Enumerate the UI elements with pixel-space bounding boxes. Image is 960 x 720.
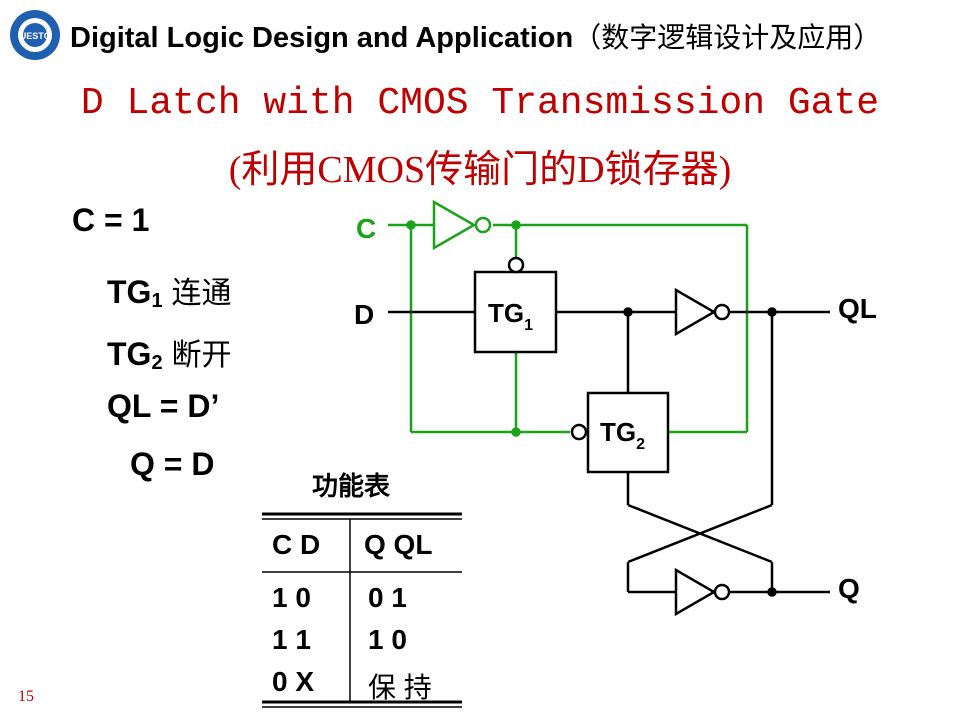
- label-ql: QL: [838, 293, 877, 324]
- course-title-en: Digital Logic Design and Application: [70, 22, 574, 54]
- inverter-c-bubble: [474, 216, 492, 234]
- table-row-1-right: 0 1: [368, 582, 407, 613]
- condition-tg1: TG1 连通: [107, 268, 231, 313]
- university-logo: UESTC: [10, 10, 60, 60]
- table-row-2-left: 1 1: [272, 624, 311, 655]
- tg2-label: TG2: [600, 417, 645, 453]
- junction-c-right: [511, 220, 521, 230]
- condition-ql: QL = D’: [107, 388, 220, 424]
- slide-subtitle: (利用CMOS传输门的D锁存器): [228, 149, 732, 191]
- inverter-ql-bubble: [713, 303, 731, 321]
- table-header-right: Q QL: [364, 529, 433, 560]
- condition-tg2-name: TG: [107, 336, 152, 372]
- function-table-lines: [262, 512, 462, 708]
- table-row-3-left: 0 X: [272, 666, 315, 697]
- function-table-caption: 功能表: [312, 471, 391, 501]
- junction-c-bottom: [511, 427, 521, 437]
- inverter-q: [674, 567, 717, 617]
- tg2-bubble: [570, 423, 588, 441]
- control-wires: [388, 223, 749, 434]
- condition-q: Q = D: [130, 446, 215, 482]
- inverter-ql: [674, 287, 717, 337]
- inverter-q-bubble: [713, 583, 731, 601]
- condition-tg2-state: 断开: [171, 339, 232, 372]
- junction-c-left: [406, 220, 416, 230]
- condition-tg2: TG2 断开: [107, 330, 231, 375]
- tg2-label-sub: 2: [636, 436, 645, 453]
- course-title-cn: （数字逻辑设计及应用）: [573, 22, 882, 53]
- page-number: 15: [18, 688, 34, 705]
- table-row-2-right: 1 0: [368, 624, 407, 655]
- junction-q: [767, 587, 777, 597]
- condition-tg1-name: TG: [107, 274, 152, 310]
- tg1-bubble: [507, 256, 525, 274]
- tg2-label-main: TG: [600, 417, 636, 447]
- tg1-box: [473, 270, 558, 354]
- table-row-3-right: 保 持: [368, 672, 432, 703]
- data-wires: [388, 310, 830, 594]
- junction-d-mid: [623, 307, 633, 317]
- condition-tg1-state: 连通: [171, 277, 232, 310]
- table-row-1-left: 1 0: [272, 582, 311, 613]
- label-c: C: [356, 213, 376, 244]
- junction-ql: [767, 307, 777, 317]
- tg1-label-sub: 1: [524, 317, 533, 334]
- label-q: Q: [838, 573, 860, 604]
- tg1-label-main: TG: [488, 298, 524, 328]
- course-title: Digital Logic Design and Application（数字逻…: [70, 16, 881, 56]
- condition-tg2-sub: 2: [151, 352, 163, 374]
- inverter-c: [432, 199, 477, 251]
- label-d: D: [354, 299, 374, 330]
- table-header-left: C D: [272, 529, 321, 560]
- condition-tg1-sub: 1: [151, 290, 163, 312]
- svg-text:UESTC: UESTC: [20, 31, 51, 41]
- slide-title: D Latch with CMOS Transmission Gate: [80, 82, 880, 125]
- tg1-label: TG1: [488, 298, 533, 334]
- tg2-box: [586, 391, 670, 474]
- condition-c: C = 1: [72, 202, 150, 238]
